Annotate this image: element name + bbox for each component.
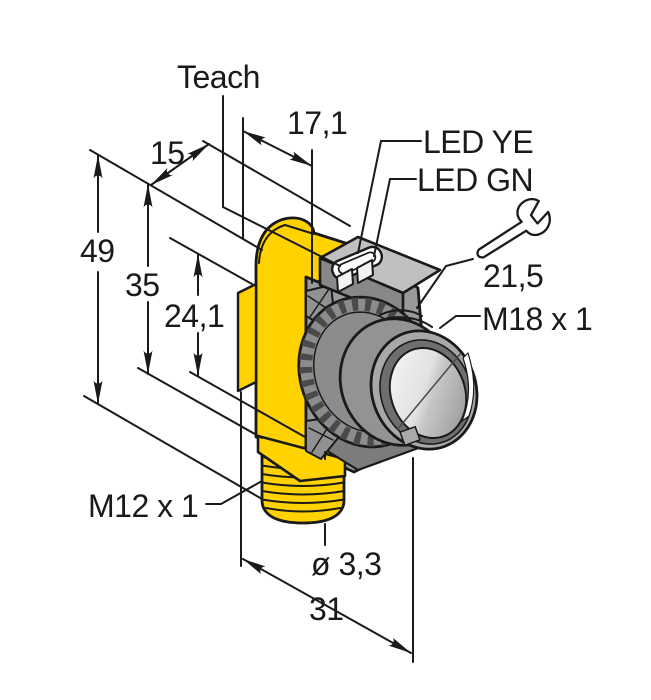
mounting-flange — [236, 282, 258, 393]
label-teach: Teach — [177, 59, 260, 95]
label-dim-17-1: 17,1 — [287, 105, 347, 141]
label-dim-35: 35 — [125, 267, 160, 303]
body-bottom-face — [256, 434, 347, 483]
label-dim-15: 15 — [150, 135, 185, 171]
wrench-icon — [476, 198, 551, 259]
label-led-gn: LED GN — [417, 162, 533, 198]
leader-led-gn — [373, 178, 417, 257]
ext-line-241-bottom — [189, 371, 306, 438]
lens-split-line — [396, 352, 462, 431]
dim-31-line — [242, 558, 412, 654]
label-dim-49: 49 — [80, 233, 115, 269]
sensor-illustration — [236, 216, 479, 525]
leader-215 — [416, 258, 474, 309]
label-dim-21-5: 21,5 — [483, 258, 543, 294]
dimension-lines — [83, 95, 481, 663]
ext-line-top-right — [202, 140, 351, 227]
sensor-body-hump-edge — [258, 224, 315, 264]
dim-15-line — [150, 143, 210, 186]
ext-line-top-left — [89, 149, 263, 251]
leader-m12 — [205, 480, 263, 505]
leader-m18 — [439, 315, 481, 329]
leader-teach — [222, 95, 341, 267]
ext-line-49-bottom — [83, 395, 263, 500]
barrel-threads — [371, 309, 433, 328]
label-dim-hole: ø 3,3 — [311, 546, 381, 582]
label-thread-m12: M12 x 1 — [88, 488, 198, 524]
bezel-notch — [461, 352, 475, 422]
label-dim-31: 31 — [309, 591, 344, 627]
label-thread-m18: M18 x 1 — [482, 301, 592, 337]
labels: Teach 15 17,1 49 35 24,1 LED YE LED GN 2… — [80, 59, 593, 627]
bezel-clip — [399, 425, 421, 447]
label-dim-24-1: 24,1 — [164, 298, 224, 334]
ext-line-241-top — [169, 237, 253, 285]
led-window-yellow — [336, 268, 354, 293]
led-window-green — [356, 259, 374, 284]
dim-171-line — [242, 130, 313, 167]
label-led-ye: LED YE — [423, 124, 533, 160]
leader-led-ye — [357, 140, 422, 254]
